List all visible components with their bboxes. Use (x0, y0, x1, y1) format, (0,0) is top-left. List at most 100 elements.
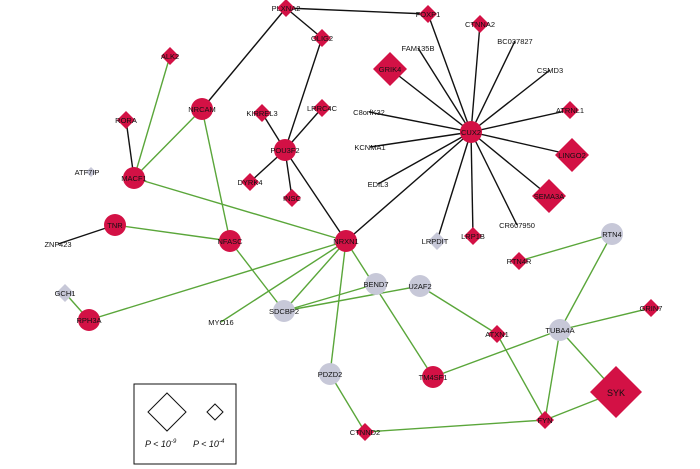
node-diamond (283, 189, 301, 207)
node-label: ATF7IP (75, 168, 100, 177)
node-diamond (561, 101, 579, 119)
node-diamond (86, 167, 96, 177)
node-label: LRPDIT (422, 237, 449, 246)
node-label: FYN (538, 416, 553, 425)
node-nrcam: NRCAM (188, 98, 216, 120)
edge-alk2-macf1 (133, 55, 171, 179)
edge-fyn-ctnnd2 (364, 419, 546, 433)
node-fam135b: FAM135B (402, 44, 435, 53)
node-cux2: CUX2 (460, 121, 482, 143)
edge-cux2-bc037827 (470, 40, 516, 133)
edge-olig2-pou3f2 (284, 37, 323, 151)
node-label: EDIL3 (368, 180, 389, 189)
node-nfasc: NFASC (217, 230, 243, 252)
node-pdzd2: PDZD2 (318, 363, 343, 385)
node-circle (78, 309, 100, 331)
node-olig2: OLIG2 (311, 29, 333, 47)
node-label: PLXNA2 (272, 4, 301, 13)
edge-cux2-cr607950 (470, 131, 518, 226)
edge-nrcam-nfasc (201, 108, 231, 242)
node-label: SEMA3A (534, 192, 564, 201)
node-circle (409, 275, 431, 297)
edge-rtn4-rtn4r (518, 233, 613, 262)
node-alk2: ALK2 (161, 47, 179, 65)
node-rtn4r: RTN4R (507, 252, 532, 270)
node-circle (123, 167, 145, 189)
node-label: GCH1 (55, 289, 76, 298)
node-diamond (356, 423, 374, 441)
node-diamond (117, 111, 135, 129)
node-ctnnd2: CTNND2 (350, 423, 380, 441)
node-label: BC037827 (497, 37, 532, 46)
edge-tnr-nfasc (114, 224, 231, 242)
node-label: POU3F2 (270, 146, 299, 155)
edge-nfasc-sdcbp2 (229, 240, 285, 312)
node-label: GRIK4 (379, 65, 402, 74)
node-diamond (642, 299, 660, 317)
node-lrrc4c: LRRC4C (307, 99, 338, 117)
node-circle (460, 121, 482, 143)
edge-cux2-lingo2 (470, 131, 573, 156)
node-label: NRXN1 (333, 237, 358, 246)
node-diamond (471, 15, 489, 33)
node-label: PDZD2 (318, 370, 343, 379)
node-label: TNR (107, 221, 123, 230)
node-diamond (253, 104, 271, 122)
node-grin7: GRIN7 (640, 299, 662, 317)
node-diamond (510, 252, 528, 270)
edge-nrxn1-sdcbp2 (283, 240, 347, 312)
node-label: RTN4 (602, 230, 621, 239)
node-diamond (536, 411, 554, 429)
node-label: TUBA4A (545, 326, 574, 335)
node-label: FOXP1 (416, 10, 441, 19)
node-diamond (313, 99, 331, 117)
node-label: CTNNA2 (465, 20, 495, 29)
node-label: KIRREL3 (246, 109, 277, 118)
node-diamond (56, 284, 74, 302)
edge-atxn1-fyn (496, 333, 546, 421)
edge-cux2-grik4 (389, 68, 472, 133)
node-rtn4: RTN4 (601, 223, 623, 245)
node-circle (104, 214, 126, 236)
edge-tuba4a-grin7 (559, 307, 652, 331)
edge-pdzd2-ctnnd2 (329, 373, 366, 433)
node-diamond (241, 173, 259, 191)
node-znf423: ZNF423 (44, 240, 71, 249)
legend-box (133, 383, 237, 465)
node-label: ALK2 (161, 52, 179, 61)
node-label: C8orfK32 (353, 108, 385, 117)
node-label: CSMD3 (537, 66, 563, 75)
node-circle (219, 230, 241, 252)
edge-cux2-lrpdit (436, 131, 472, 242)
edge-plxna2-foxp1 (285, 7, 429, 15)
node-diamond (313, 29, 331, 47)
node-diamond (161, 47, 179, 65)
node-atxn1: ATXN1 (485, 325, 509, 343)
edge-cux2-lrp1b (470, 131, 474, 237)
node-bend7: BEND7 (363, 273, 389, 295)
node-diamond (488, 325, 506, 343)
node-kcnma1: KCNMA1 (354, 143, 385, 152)
node-label: TM4SF1 (419, 373, 448, 382)
edge-rtn4-tuba4a (559, 233, 613, 331)
edge-tuba4a-tm4sf1 (432, 329, 561, 378)
node-label: INSC (283, 194, 302, 203)
node-label: CUX2 (461, 128, 481, 137)
node-label: CTNND2 (350, 428, 380, 437)
node-kirrel3: KIRREL3 (246, 104, 278, 122)
node-lrpdit: LRPDIT (422, 232, 449, 250)
edge-pou3f2-nrxn1 (284, 149, 347, 242)
node-label: RTN4R (507, 257, 532, 266)
edge-nrxn1-pdzd2 (329, 240, 347, 375)
node-label: SYK (607, 388, 625, 398)
legend-large-diamond (147, 392, 187, 432)
node-edil3: EDIL3 (368, 180, 389, 189)
node-tuba4a: TUBA4A (545, 319, 575, 341)
node-label: ATRNL1 (556, 106, 584, 115)
node-gch1: GCH1 (55, 284, 76, 302)
node-nrxn1: NRXN1 (333, 230, 359, 252)
edge-nrxn1-myo16 (220, 240, 347, 323)
node-label: OLIG2 (311, 34, 333, 43)
